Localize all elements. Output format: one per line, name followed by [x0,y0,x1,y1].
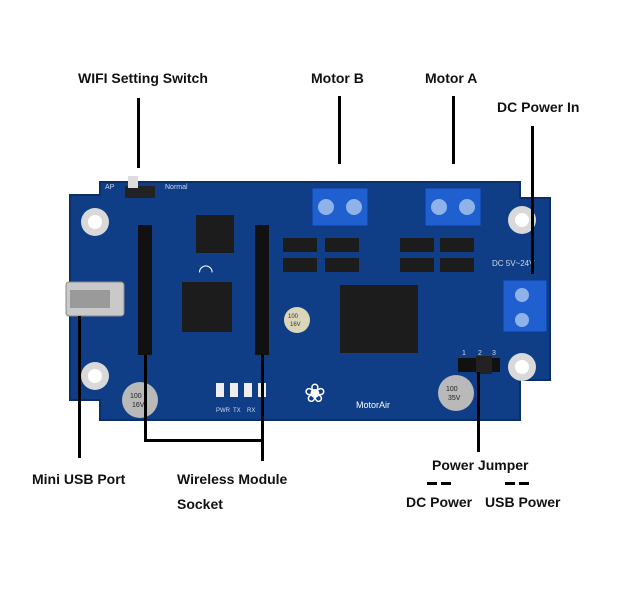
label-motor-a: Motor A [425,70,478,86]
mounting-hole [81,208,109,236]
label-dc-power: DC Power [406,494,473,510]
diode-array [283,238,474,272]
board-label-ap: AP [105,184,115,191]
svg-text:PWR: PWR [216,408,231,414]
label-mini-usb-port: Mini USB Port [32,471,126,487]
callout-line-usb [78,316,81,458]
svg-text:3: 3 [492,350,496,357]
svg-text:RX: RX [247,408,255,414]
microcontroller-chip [196,215,234,253]
svg-text:2: 2 [478,350,482,357]
label-socket: Socket [177,496,223,512]
label-dc-power-in: DC Power In [497,99,580,115]
label-wireless-module: Wireless Module [177,471,288,487]
callout-line-socket-left [144,355,147,441]
label-usb-power: USB Power [485,494,561,510]
callout-line-wifi [137,98,140,168]
wireless-socket-header-left [138,225,152,355]
usb-power-jumper-indicator [505,482,531,486]
usb-serial-chip [182,282,232,332]
capacitor-right: 100 35V [438,375,474,411]
label-power-jumper: Power Jumper [432,457,529,473]
svg-text:100: 100 [446,386,458,393]
wireless-socket-header-right [255,225,269,355]
motor-driver-chip [340,285,418,353]
svg-text:100: 100 [288,314,299,320]
wifi-icon: ◠ [198,261,214,282]
board-brand: MotorAir [356,400,390,410]
callout-line-socket-right [261,355,264,461]
svg-text:100: 100 [130,393,142,400]
lotus-logo-icon: ❀ [304,379,326,409]
callout-line-motor-b [338,96,341,164]
label-wifi-setting-switch: WIFI Setting Switch [78,70,208,86]
callout-line-dc-in [531,126,534,274]
svg-text:1: 1 [462,350,466,357]
board-label-normal: Normal [165,184,188,191]
svg-text:16V: 16V [290,322,301,328]
callout-line-motor-a [452,96,455,164]
board-label-dc-rating: DC 5V~24V [492,259,535,268]
label-motor-b: Motor B [311,70,364,86]
callout-line-socket-join [144,439,264,442]
wifi-switch [125,186,155,198]
svg-text:TX: TX [233,408,241,414]
dc-power-jumper-indicator [427,482,453,486]
capacitor-small: 100 16V [284,307,310,333]
mounting-hole [81,362,109,390]
callout-line-jumper [477,372,480,452]
capacitor-left: 100 16V [122,382,158,418]
svg-text:16V: 16V [132,402,145,409]
mounting-hole [508,206,536,234]
mounting-hole [508,353,536,381]
svg-text:35V: 35V [448,395,461,402]
